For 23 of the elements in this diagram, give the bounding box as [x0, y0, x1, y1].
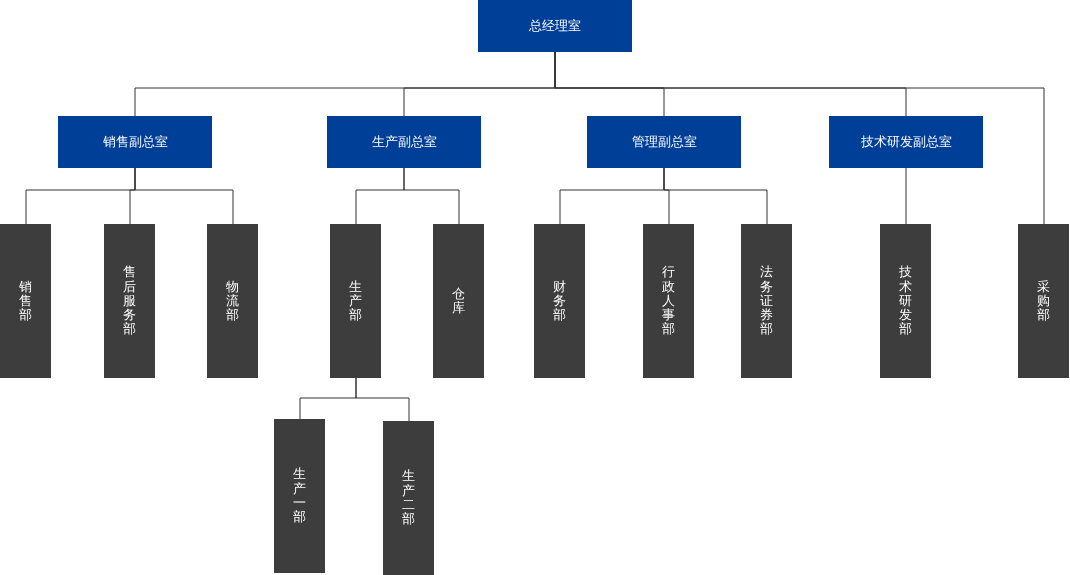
- department-box: 法务证券部: [741, 224, 792, 378]
- department-box: 物流部: [207, 224, 258, 378]
- department-box: 生产部: [330, 224, 381, 378]
- connector-line: [663, 167, 768, 225]
- connector-line: [403, 167, 460, 225]
- connector-line: [355, 377, 410, 422]
- department-box: 行政人事部: [643, 224, 694, 378]
- department-box: 技术研发部: [880, 224, 931, 378]
- department-box: 生产一部: [274, 419, 325, 573]
- department-box: 生产二部: [383, 421, 434, 575]
- connector-line: [905, 167, 907, 225]
- office-box: 技术研发副总室: [829, 116, 983, 168]
- department-box: 销售部: [0, 224, 51, 378]
- office-box: 总经理室: [478, 0, 632, 52]
- connector-line: [554, 51, 1045, 225]
- office-box: 管理副总室: [587, 116, 741, 168]
- department-box: 售后服务部: [104, 224, 155, 378]
- department-box: 采购部: [1018, 224, 1069, 378]
- department-box: 财务部: [534, 224, 585, 378]
- office-box: 生产副总室: [327, 116, 481, 168]
- department-box: 仓库: [433, 224, 484, 378]
- connector-line: [134, 167, 234, 225]
- office-box: 销售副总室: [58, 116, 212, 168]
